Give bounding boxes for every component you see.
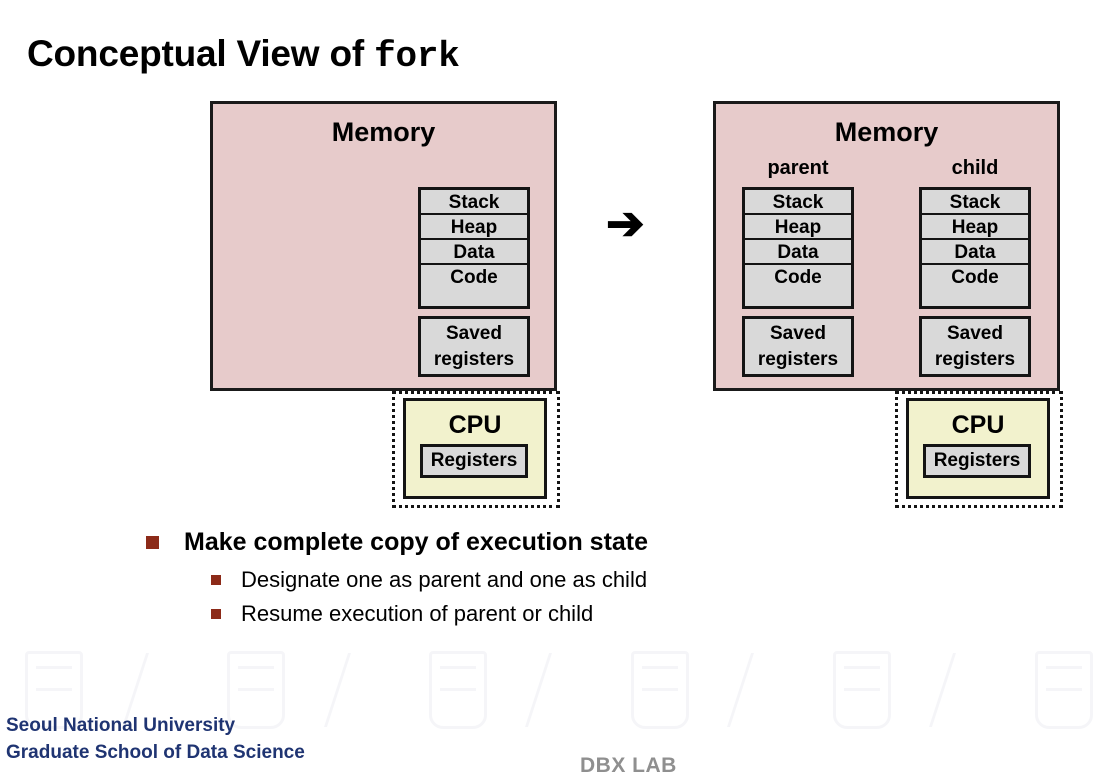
after-child-saved-registers-box: Saved registers (919, 316, 1031, 377)
after-memory-label: Memory (834, 117, 939, 147)
before-segment-heap: Heap (421, 215, 527, 240)
after-cpu-dotted-frame (895, 391, 1063, 508)
after-child-label: child (951, 157, 999, 179)
bullet-sub-text: Designate one as parent and one as child (241, 567, 648, 592)
before-cpu-label: CPU (448, 411, 502, 439)
footer-school: Graduate School of Data Science (6, 742, 305, 763)
slide-title: Conceptual View of fork (27, 33, 460, 77)
after-cpu-label: CPU (951, 411, 1005, 439)
bullet-square-icon (146, 536, 159, 549)
before-saved-line2: registers (433, 348, 515, 370)
watermark-crest-icon (630, 651, 689, 729)
footer-lab-name: DBX LAB (580, 754, 677, 777)
bullet-square-icon (211, 609, 221, 619)
bullet-list: Make complete copy of execution state De… (146, 526, 946, 633)
watermark-slash-icon (525, 653, 593, 727)
fork-arrow-icon: ➔ (606, 197, 645, 249)
after-child-segment-heap: Heap (922, 215, 1028, 240)
after-parent-saved-registers-box: Saved registers (742, 316, 854, 377)
footer-university: Seoul National University (6, 715, 236, 736)
after-child-segment-code: Code (922, 265, 1028, 290)
before-segment-group: Stack Heap Data Code (418, 187, 530, 309)
bullet-sub-text: Resume execution of parent or child (241, 601, 594, 626)
bullet-square-icon (211, 575, 221, 585)
after-parent-segment-stack: Stack (745, 190, 851, 215)
before-registers-label: Registers (430, 450, 518, 471)
after-parent-saved-line1: Saved (770, 322, 826, 344)
bullet-item-sub: Designate one as parent and one as child (211, 565, 946, 595)
after-parent-segment-data: Data (745, 240, 851, 265)
after-parent-segment-group: Stack Heap Data Code (742, 187, 854, 309)
after-parent-segment-code: Code (745, 265, 851, 290)
after-child-saved-line2: registers (934, 348, 1016, 370)
after-child-saved-line1: Saved (947, 322, 1003, 344)
after-parent-saved-line2: registers (757, 348, 839, 370)
watermark-slash-icon (323, 653, 391, 727)
before-memory-label: Memory (331, 117, 436, 147)
before-saved-line1: Saved (446, 322, 502, 344)
watermark-crest-icon (429, 651, 488, 729)
before-cpu-dotted-frame (392, 391, 560, 508)
after-parent-label: parent (767, 157, 829, 179)
after-child-segment-stack: Stack (922, 190, 1028, 215)
footer-organization: Seoul National University Graduate Schoo… (6, 712, 305, 766)
bullet-item-primary: Make complete copy of execution state (146, 526, 946, 558)
before-registers-box: Registers (420, 444, 528, 478)
after-child-segment-data: Data (922, 240, 1028, 265)
bullet-primary-text: Make complete copy of execution state (184, 528, 649, 556)
watermark-slash-icon (727, 653, 795, 727)
before-segment-stack: Stack (421, 190, 527, 215)
watermark-slash-icon (929, 653, 997, 727)
bullet-item-sub: Resume execution of parent or child (211, 599, 946, 629)
after-registers-box: Registers (923, 444, 1031, 478)
after-registers-label: Registers (933, 450, 1021, 471)
before-saved-registers-box: Saved registers (418, 316, 530, 377)
watermark-crest-icon (1034, 651, 1093, 729)
watermark-crest-icon (832, 651, 891, 729)
before-segment-data: Data (421, 240, 527, 265)
after-child-segment-group: Stack Heap Data Code (919, 187, 1031, 309)
slide-title-prefix: Conceptual View of (27, 33, 375, 74)
after-parent-segment-heap: Heap (745, 215, 851, 240)
before-segment-code: Code (421, 265, 527, 290)
slide-title-code: fork (374, 36, 460, 77)
